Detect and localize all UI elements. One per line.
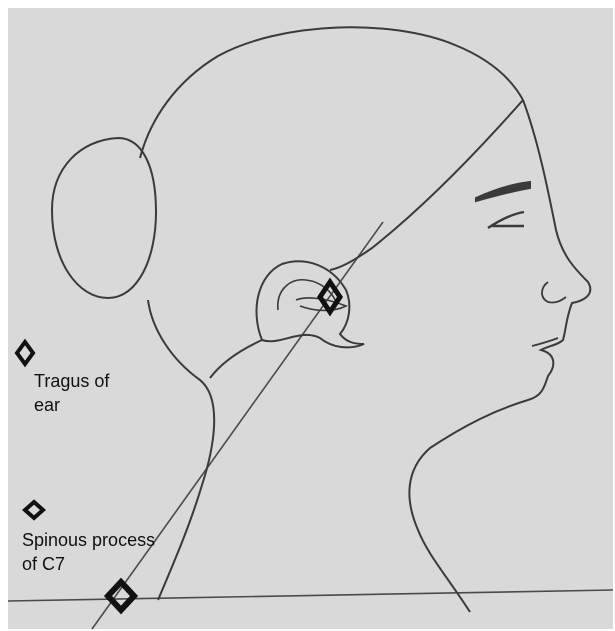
legend-tragus-marker-icon [17, 342, 33, 364]
eye [488, 212, 524, 228]
eyebrow [476, 182, 530, 201]
c7-marker-icon [108, 582, 134, 610]
nostril [542, 282, 566, 303]
hair-bun-outline [52, 138, 156, 298]
legend-tragus-label: Tragus of ear [34, 369, 109, 417]
jaw-line [210, 340, 262, 378]
ear-outline [256, 261, 364, 347]
legend-c7-label: Spinous process of C7 [22, 528, 155, 576]
hairline-outline [330, 100, 523, 270]
face-profile-outline [409, 100, 590, 612]
legend-c7-marker-icon [25, 502, 43, 518]
neck-back-outline [148, 300, 214, 600]
head-top-outline [140, 27, 523, 158]
horizontal-reference-line [8, 590, 613, 601]
